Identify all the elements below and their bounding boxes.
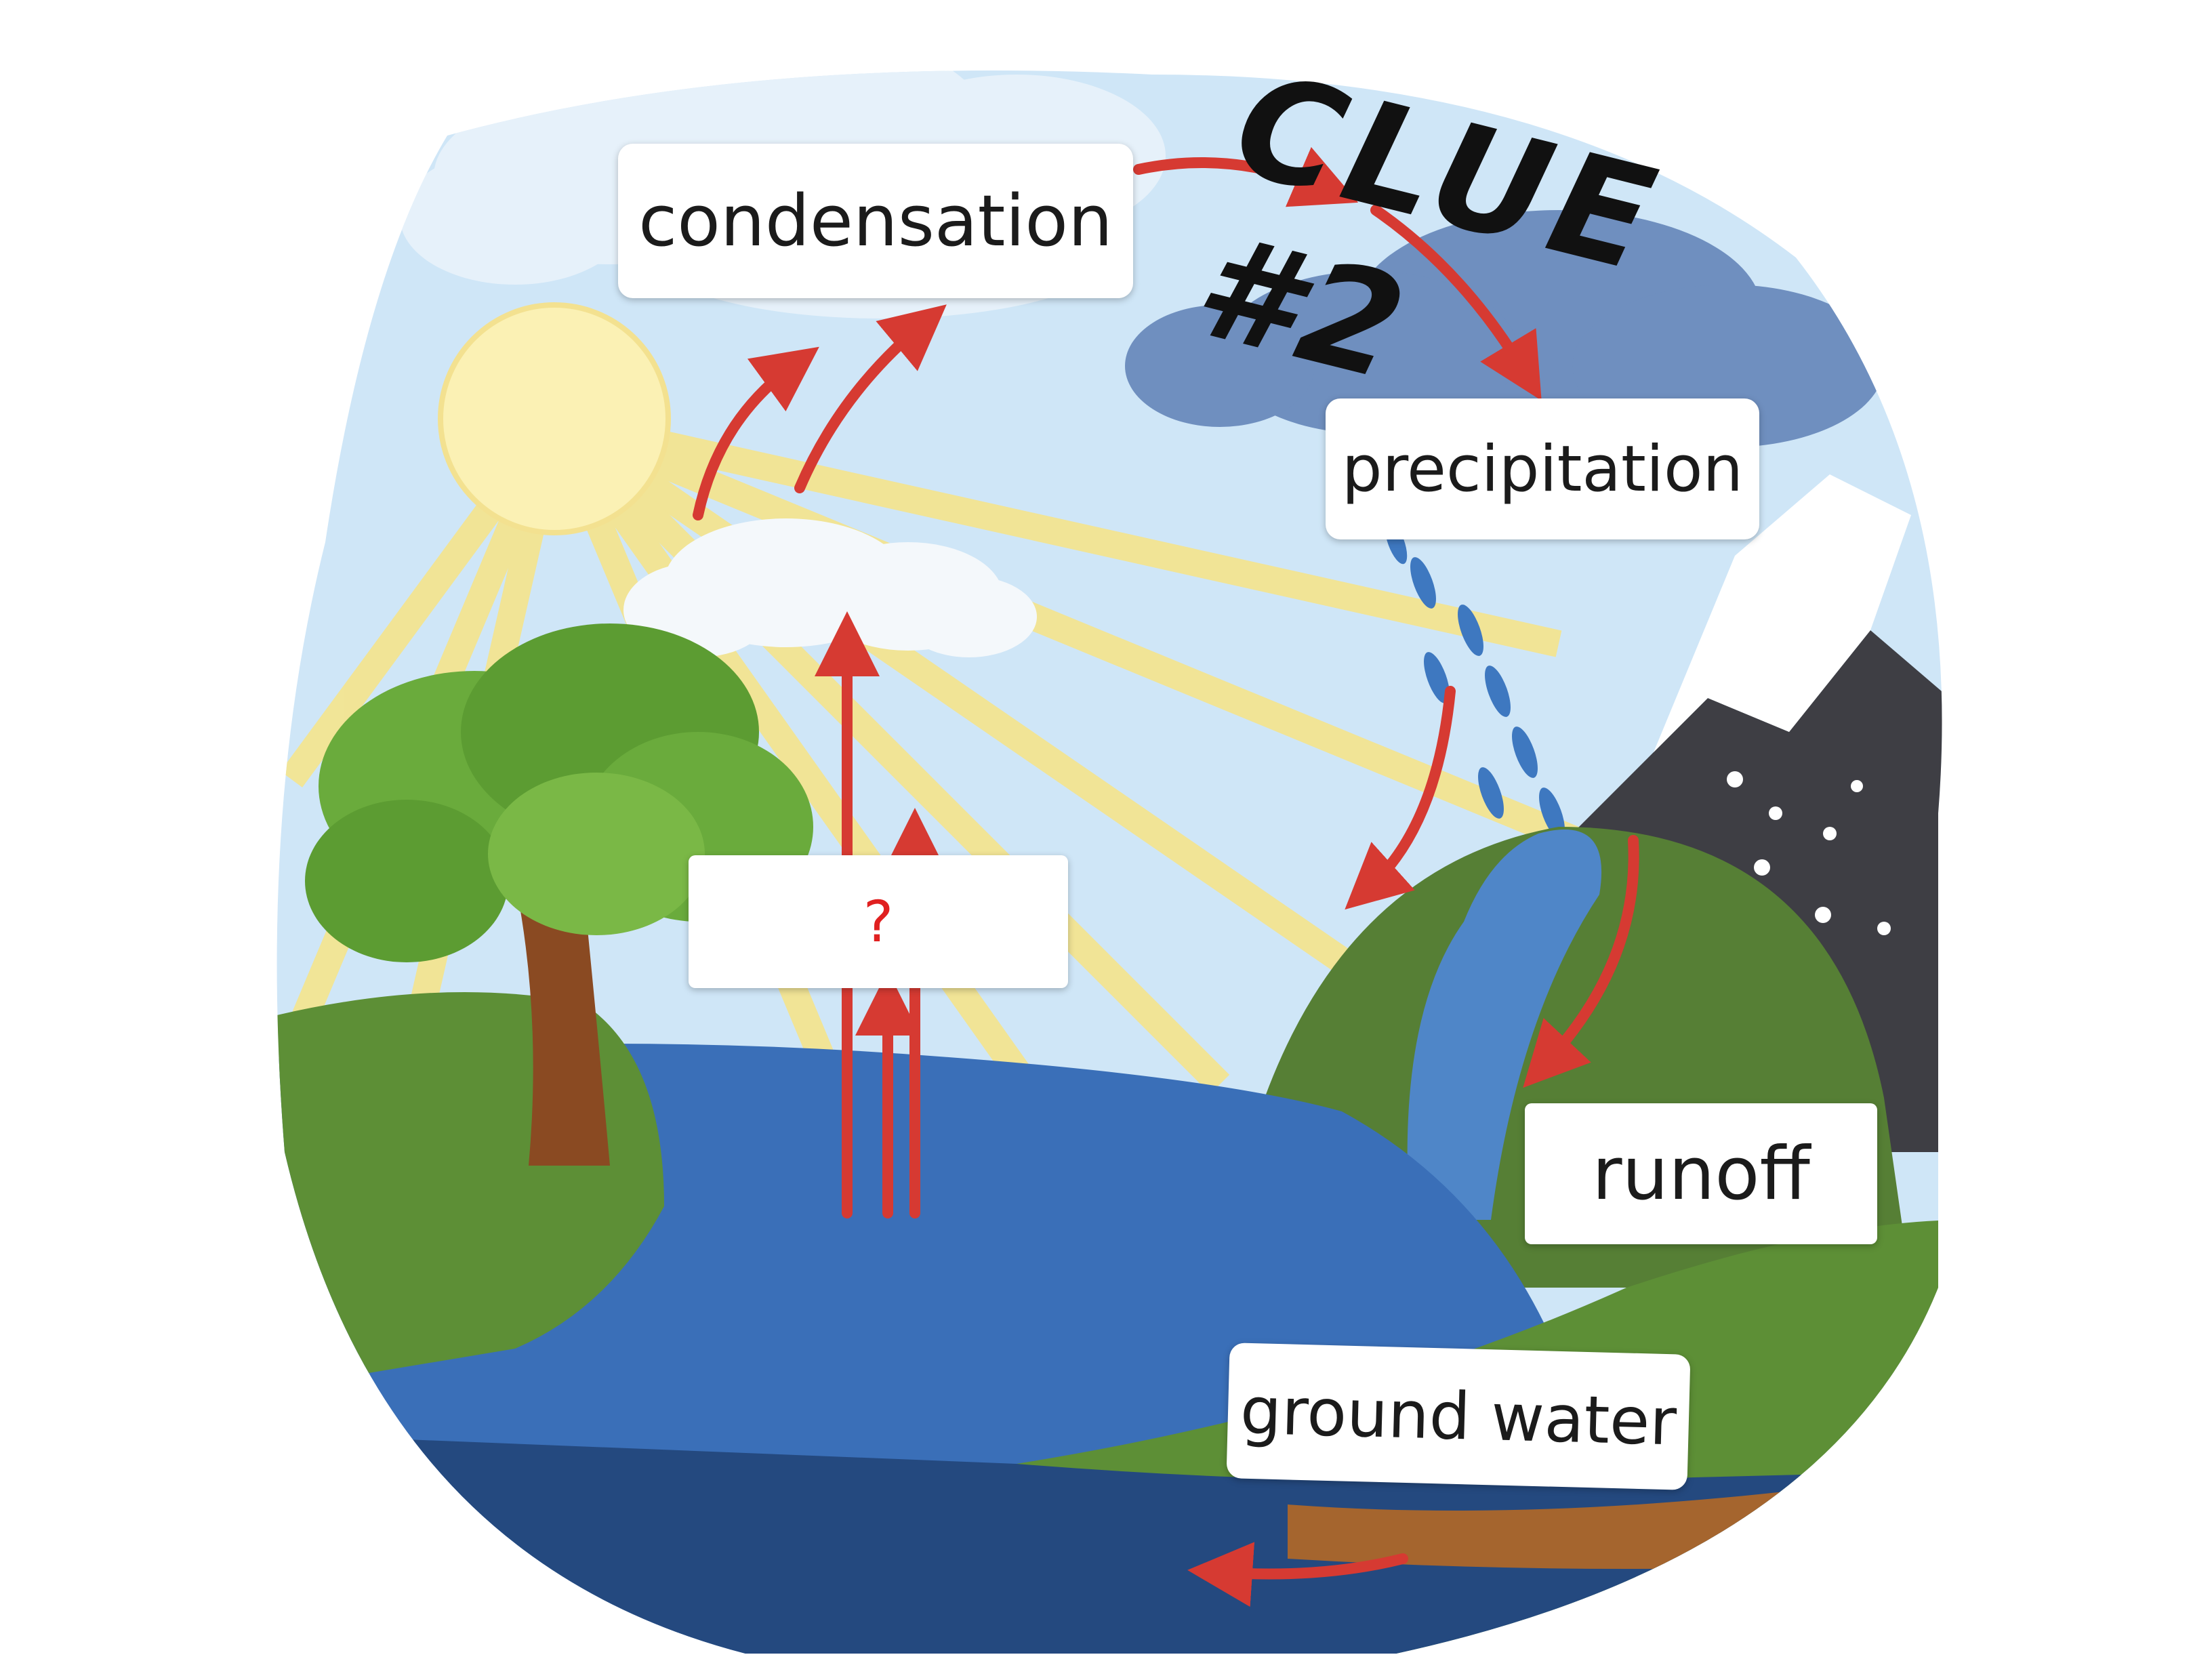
arrow-to-condensation-left (693, 346, 819, 520)
label-precipitation-text: precipitation (1341, 432, 1744, 506)
arrow-precipitation-to-land (1345, 686, 1456, 910)
label-runoff-text: runoff (1592, 1131, 1810, 1216)
arrow-ground-water (1187, 1542, 1408, 1607)
arrow-cloud-to-precipitation (1370, 205, 1542, 401)
label-precipitation: precipitation (1326, 398, 1759, 539)
question-mark: ? (863, 888, 894, 955)
label-ground-water-text: ground water (1239, 1372, 1678, 1460)
rain-cloud (1125, 210, 1884, 447)
waterfall (1407, 830, 1602, 1220)
label-condensation: condensation (618, 144, 1133, 298)
label-condensation-text: condensation (638, 180, 1113, 262)
label-evaporation-blank[interactable]: ? (689, 855, 1068, 988)
arrow-condensation-to-cloud (1133, 146, 1359, 207)
sun (438, 302, 671, 535)
arrow-to-runoff (1523, 835, 1639, 1088)
tree (305, 623, 813, 1166)
rain-drops (1385, 520, 1565, 839)
label-runoff: runoff (1525, 1103, 1877, 1244)
deep-water (276, 1437, 1942, 1654)
label-ground-water: ground water (1226, 1343, 1691, 1490)
arrow-to-condensation-right (794, 304, 947, 493)
